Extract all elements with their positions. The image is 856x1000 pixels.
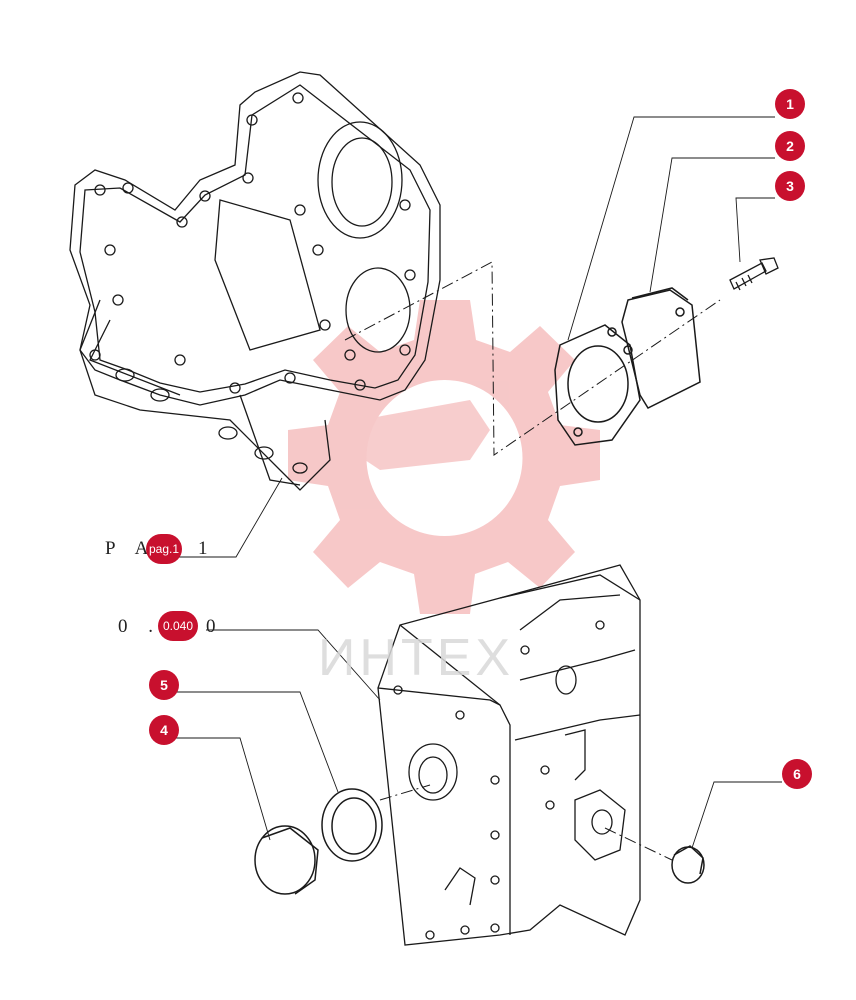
reference-bottom-badge[interactable]: 0.040 (158, 611, 198, 641)
timing-cover-top (69, 71, 441, 491)
reference-bottom-prefix: 0 . (118, 616, 161, 637)
callout-1[interactable]: 1 (775, 89, 805, 119)
seal-ring-part-5 (321, 788, 383, 862)
callout-2[interactable]: 2 (775, 131, 805, 161)
leader-lines (162, 116, 782, 849)
cover-plate-part-2 (621, 287, 701, 409)
cap-part-4 (254, 825, 319, 895)
reference-bottom-suffix: 0 (206, 616, 224, 637)
reference-top-suffix: 1 (198, 538, 216, 559)
engine-block-bottom (377, 564, 641, 946)
callout-4[interactable]: 4 (149, 715, 179, 745)
callout-3[interactable]: 3 (775, 171, 805, 201)
bolt-part-3 (729, 257, 779, 291)
callout-5[interactable]: 5 (149, 670, 179, 700)
watermark-text: ИНТЕХ (318, 629, 515, 687)
gear-wrench-logo-watermark (288, 300, 600, 614)
plug-part-6 (671, 845, 705, 884)
assembly-axis-lines (344, 261, 721, 861)
reference-top-prefix: P A (105, 538, 157, 559)
callout-6[interactable]: 6 (782, 759, 812, 789)
reference-top-badge[interactable]: pag.1 (146, 534, 182, 564)
